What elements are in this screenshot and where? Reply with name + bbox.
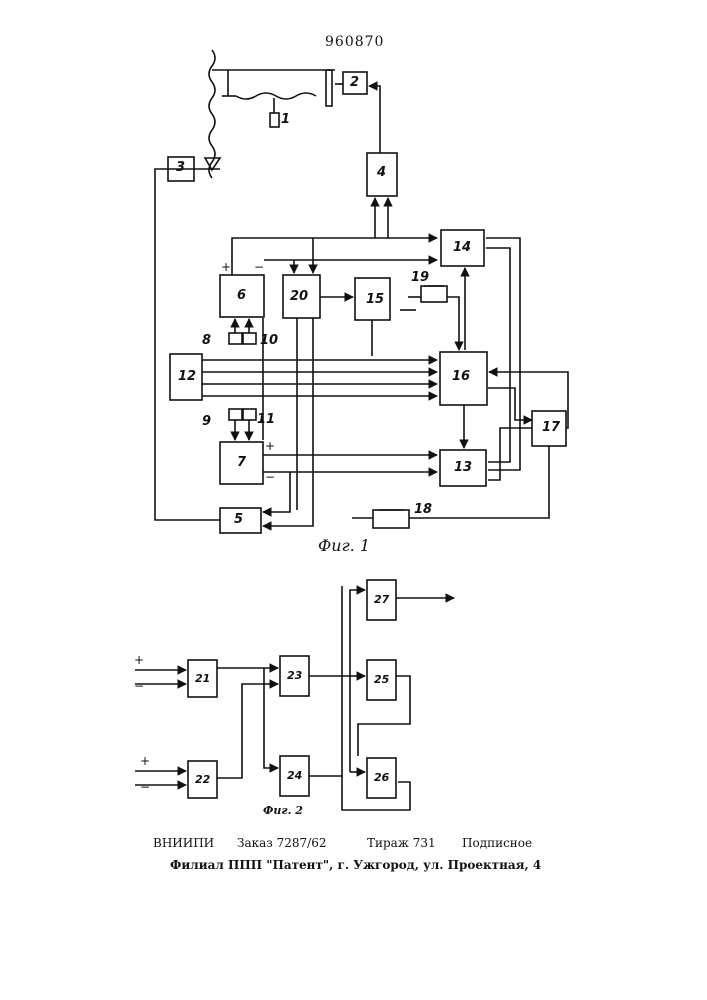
svg-text:−: − [140, 780, 150, 794]
svg-text:+: + [134, 653, 144, 667]
svg-text:−: − [134, 679, 144, 693]
label-1: 1 [281, 112, 290, 127]
label-8: 8 [202, 333, 211, 348]
label-22: 22 [195, 773, 210, 786]
label-19: 19 [411, 270, 429, 285]
label-26: 26 [374, 771, 389, 784]
label-23: 23 [287, 669, 302, 682]
footer-type: Подписное [462, 836, 532, 850]
label-13: 13 [454, 460, 472, 475]
footer-org: ВНИИПИ [153, 836, 214, 850]
block-18 [373, 510, 409, 528]
label-9: 9 [202, 414, 211, 429]
label-11: 11 [257, 412, 275, 427]
svg-text:−: − [265, 470, 275, 484]
label-2: 2 [350, 75, 359, 90]
label-14: 14 [453, 240, 471, 255]
footer-order: Заказ 7287/62 [237, 836, 327, 850]
figure-2-caption: Фиг. 2 [263, 804, 303, 817]
svg-text:+: + [140, 754, 150, 768]
label-20: 20 [290, 289, 308, 304]
footer-branch: Филиал ППП "Патент", г. Ужгород, ул. Про… [170, 858, 541, 872]
label-16: 16 [452, 369, 470, 384]
label-27: 27 [374, 593, 389, 606]
label-17: 17 [542, 420, 560, 435]
label-12: 12 [178, 369, 196, 384]
label-21: 21 [195, 672, 210, 685]
label-4: 4 [377, 165, 386, 180]
label-24: 24 [287, 769, 302, 782]
label-7: 7 [237, 455, 246, 470]
label-5: 5 [234, 512, 243, 527]
footer-circulation: Тираж 731 [367, 836, 436, 850]
svg-text:−: − [254, 260, 264, 274]
label-18: 18 [414, 502, 432, 517]
svg-text:+: + [221, 260, 231, 274]
label-15: 15 [366, 292, 384, 307]
label-10: 10 [260, 333, 278, 348]
label-6: 6 [237, 288, 246, 303]
label-25: 25 [374, 673, 389, 686]
svg-text:+: + [265, 439, 275, 453]
label-3: 3 [176, 160, 185, 175]
figure-1-caption: Фиг. 1 [318, 536, 370, 555]
block-19 [421, 286, 447, 302]
